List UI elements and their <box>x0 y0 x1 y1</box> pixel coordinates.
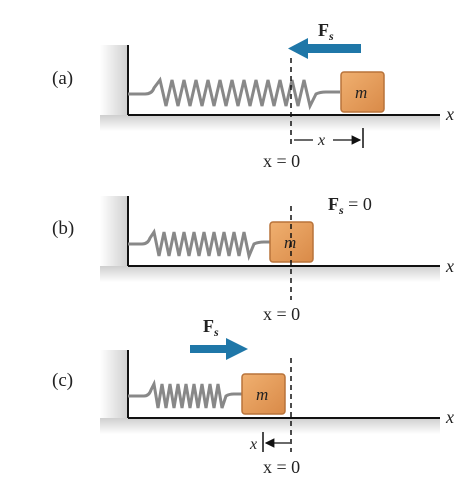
mass-label: m <box>256 385 268 404</box>
displacement-label: x <box>317 132 325 149</box>
spring <box>128 76 340 111</box>
axis-x-label: x <box>445 407 454 427</box>
force-label: Fs <box>318 20 334 43</box>
panel-c: (c) x m Fs x x = 0 <box>52 316 454 477</box>
mass-block <box>340 71 385 113</box>
wall <box>100 350 128 418</box>
spring <box>128 228 270 262</box>
axis-x-label: x <box>445 256 454 276</box>
panel-b-label: (b) <box>52 218 74 239</box>
origin-label: x = 0 <box>263 457 300 477</box>
mass-label: m <box>284 233 296 252</box>
axis-x-label: x <box>445 104 454 124</box>
floor <box>100 266 440 282</box>
panel-c-label: (c) <box>52 370 73 391</box>
force-arrow-left <box>288 38 361 59</box>
spring <box>128 379 242 409</box>
panel-b: (b) x m Fs = 0 x = 0 <box>52 194 454 324</box>
displacement-label: x <box>249 436 257 453</box>
origin-label: x = 0 <box>263 151 300 171</box>
force-label: Fs = 0 <box>328 194 372 217</box>
wall <box>100 196 128 266</box>
force-label: Fs <box>203 316 219 339</box>
mass-label: m <box>355 83 367 102</box>
force-arrow-right <box>190 338 248 360</box>
floor <box>100 115 440 131</box>
mass-block <box>241 373 286 415</box>
panel-a: (a) x m Fs x x = 0 <box>52 20 454 171</box>
wall <box>100 45 128 115</box>
origin-label: x = 0 <box>263 304 300 324</box>
panel-a-label: (a) <box>52 68 73 89</box>
floor <box>100 418 440 434</box>
